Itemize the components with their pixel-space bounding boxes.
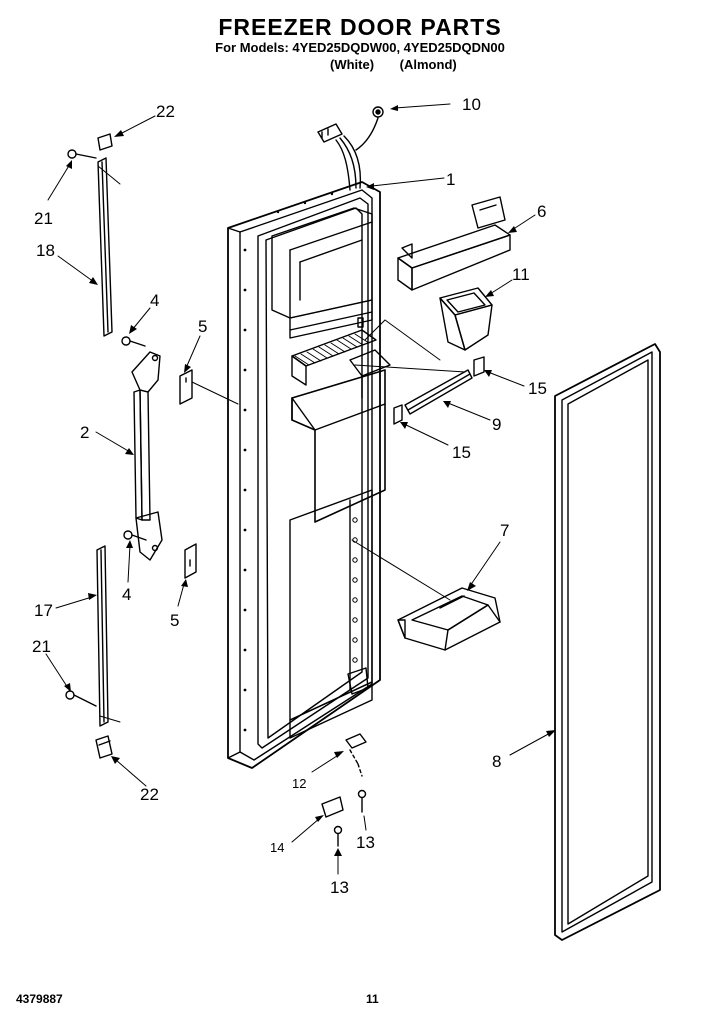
model-numbers: For Models: 4YED25DQDW00, 4YED25DQDN00 — [215, 40, 505, 55]
callout-17: 17 — [34, 601, 53, 620]
callout-8: 8 — [492, 752, 501, 771]
lower-trim-strip — [96, 545, 121, 727]
callout-labels: 1 2 4 4 5 5 6 7 8 9 10 11 12 13 13 14 15… — [32, 95, 547, 897]
leader-lines — [45, 115, 556, 875]
handle-bracket-top — [179, 369, 239, 405]
callout-21-bottom: 21 — [32, 637, 51, 656]
handle-screw-bottom — [123, 530, 147, 541]
callout-15-top: 15 — [528, 379, 547, 398]
callout-5-top: 5 — [198, 317, 207, 336]
callout-13-bottom: 13 — [330, 878, 349, 897]
callout-7: 7 — [500, 521, 509, 540]
callout-14: 14 — [270, 840, 284, 855]
handle-screw-top — [121, 336, 146, 347]
color-almond-label: (Almond) — [399, 57, 457, 72]
color-variants: (White) (Almond) — [330, 57, 457, 72]
callout-4-bottom: 4 — [122, 585, 131, 604]
leader-10 — [394, 103, 451, 109]
screw-21-bottom — [65, 690, 97, 707]
page-title: FREEZER DOOR PARTS — [218, 14, 502, 40]
callout-10: 10 — [462, 95, 481, 114]
screw-21-top — [67, 149, 97, 159]
callout-5-bottom: 5 — [170, 611, 179, 630]
hinge-screw-13b — [333, 825, 343, 847]
trim-clip-top — [97, 133, 113, 151]
callout-11: 11 — [512, 265, 530, 284]
door-shelf-bin — [397, 196, 511, 291]
callout-12: 12 — [292, 776, 306, 791]
upper-trim-strip — [97, 157, 121, 337]
handle-bracket-bottom — [184, 543, 197, 579]
page-number: 11 — [366, 992, 379, 1006]
hinge-12 — [345, 733, 367, 777]
callout-13-right: 13 — [356, 833, 375, 852]
door-bin — [351, 539, 501, 651]
callout-15-bottom: 15 — [452, 443, 471, 462]
callout-18: 18 — [36, 241, 55, 260]
callout-21-top: 21 — [34, 209, 53, 228]
rail-clips — [393, 356, 485, 425]
door-gasket — [554, 343, 661, 941]
callout-2: 2 — [80, 423, 89, 442]
callout-22-top: 22 — [156, 102, 175, 121]
color-white-label: (White) — [330, 57, 375, 72]
hinge-14 — [321, 796, 344, 818]
ice-chute — [364, 287, 493, 361]
callout-9: 9 — [492, 415, 501, 434]
callout-4-top: 4 — [150, 291, 159, 310]
callout-6: 6 — [537, 202, 546, 221]
callout-22-bottom: 22 — [140, 785, 159, 804]
document-number: 4379887 — [16, 992, 63, 1006]
shelf-rail — [354, 364, 473, 415]
hinge-screw-13a — [357, 789, 367, 813]
door-handle — [131, 351, 163, 561]
trim-clip-bottom — [95, 735, 113, 759]
callout-1: 1 — [446, 170, 455, 189]
wire-harness — [317, 103, 451, 191]
door-panel — [227, 181, 391, 769]
